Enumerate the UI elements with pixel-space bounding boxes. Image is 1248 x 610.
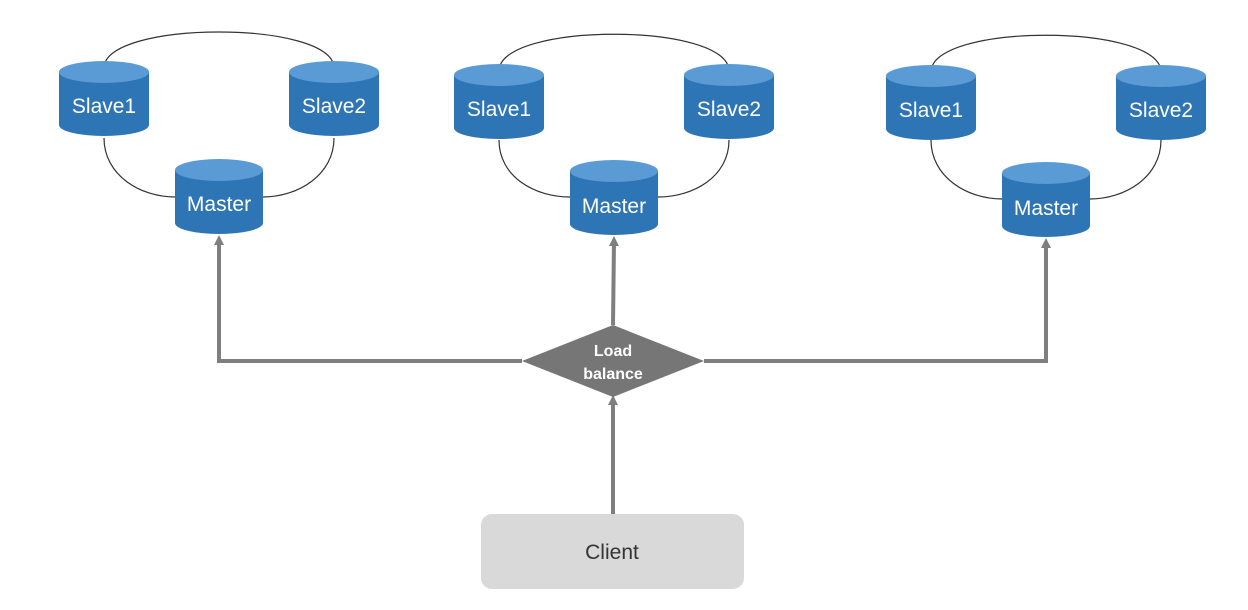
load-balancer-diamond (522, 325, 704, 397)
client-box: Client (481, 514, 744, 589)
slave2-label: Slave2 (1129, 99, 1193, 122)
arrow-to-master-3 (704, 238, 1051, 363)
cluster-1: Slave1 Slave2 Master (59, 31, 379, 234)
replication-link-slave2-master (262, 137, 335, 198)
replication-link-slave1-master (498, 139, 571, 198)
client-label: Client (585, 541, 639, 564)
master-label: Master (1014, 197, 1078, 220)
replication-link-slaves (498, 33, 730, 72)
replication-link-slave1-master (103, 137, 176, 198)
replication-link-slave2-master (657, 139, 730, 198)
master-label: Master (582, 195, 646, 218)
slave1-database: Slave1 (454, 64, 544, 139)
master-database: Master (175, 159, 263, 234)
master-label: Master (187, 193, 251, 216)
slave1-database: Slave1 (886, 65, 976, 140)
load-balancer-label-line2: balance (583, 366, 643, 383)
replication-link-slaves (930, 34, 1162, 73)
arrow-to-master-1 (214, 235, 522, 363)
master-database: Master (570, 160, 658, 235)
arrow-to-master-2 (608, 236, 619, 326)
slave2-database: Slave2 (684, 64, 774, 139)
slave1-label: Slave1 (899, 99, 963, 122)
replication-link-slaves (103, 31, 335, 69)
replication-link-slave2-master (1089, 139, 1162, 200)
slave1-label: Slave1 (72, 95, 136, 118)
replication-link-slave1-master (930, 139, 1003, 200)
cluster-3: Slave1 Slave2 Master (886, 34, 1206, 237)
slave2-label: Slave2 (697, 98, 761, 121)
slave2-database: Slave2 (1116, 65, 1206, 140)
load-balancer-label-line1: Load (594, 343, 632, 360)
slave2-database: Slave2 (289, 61, 379, 136)
slave2-label: Slave2 (302, 95, 366, 118)
load-balancer: Load balance (522, 325, 704, 397)
cluster-2: Slave1 Slave2 Master (454, 33, 774, 235)
master-database: Master (1002, 162, 1090, 237)
slave1-database: Slave1 (59, 61, 149, 136)
slave1-label: Slave1 (467, 98, 531, 121)
